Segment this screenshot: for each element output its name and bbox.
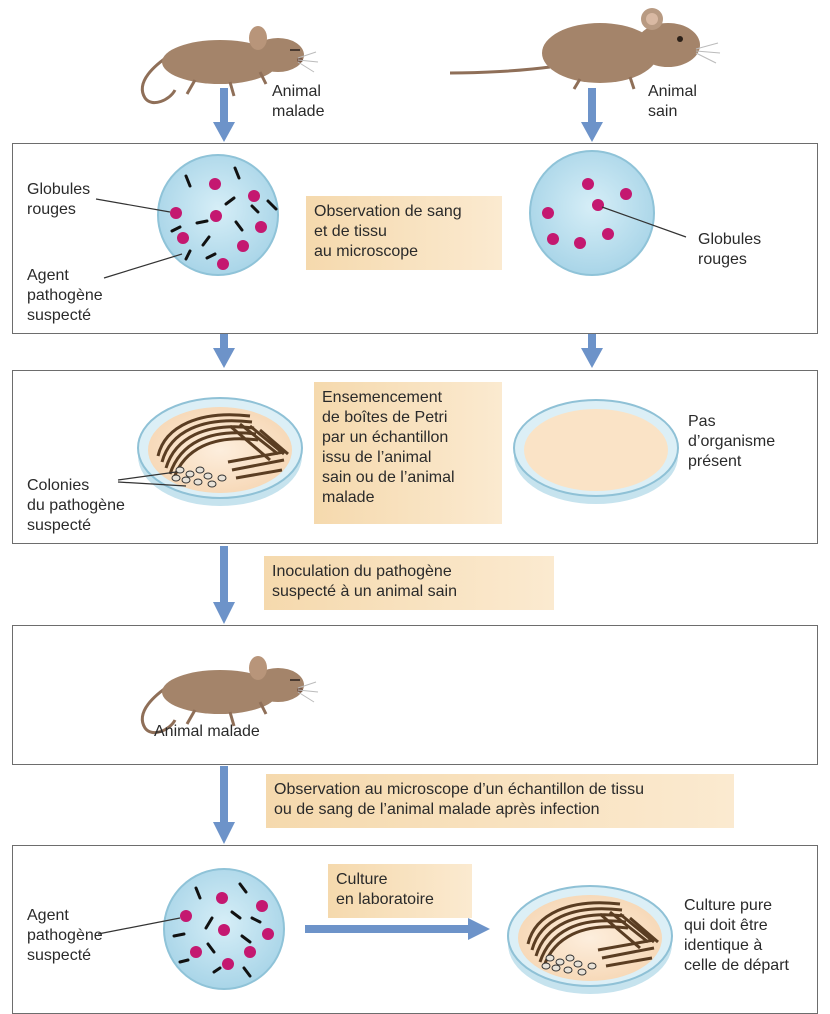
label-sick-animal-after: Animal malade (154, 722, 260, 742)
box-lab-culture: Culture en laboratoire (328, 864, 472, 918)
label-agent-left: Agent pathogène suspecté (27, 266, 103, 326)
slide-sick-blood (158, 155, 278, 275)
petri-dish-pure-culture-icon (508, 886, 672, 994)
box-seeding-petri: Ensemencement de boîtes de Petri par un … (314, 382, 502, 524)
label-agent-culture: Agent pathogène suspecté (27, 906, 103, 966)
label-red-cells-left: Globules rouges (27, 180, 90, 220)
petri-dish-colonies-icon (138, 398, 302, 506)
healthy-mouse-icon (450, 8, 720, 89)
box-second-observation: Observation au microscope d’un échantill… (266, 774, 734, 828)
slide-healthy-blood (530, 151, 654, 275)
label-healthy-animal: Animal sain (648, 82, 697, 122)
petri-dish-empty-icon (514, 400, 678, 504)
label-no-organism: Pas d’organisme présent (688, 412, 775, 472)
label-sick-animal: Animal malade (272, 82, 324, 122)
slide-agent-culture (164, 869, 284, 989)
label-red-cells-right: Globules rouges (698, 230, 761, 270)
label-pure-culture: Culture pure qui doit être identique à c… (684, 896, 789, 976)
box-microscope-observation: Observation de sang et de tissu au micro… (306, 196, 502, 270)
label-colonies: Colonies du pathogène suspecté (27, 476, 125, 536)
box-inoculation: Inoculation du pathogène suspecté à un a… (264, 556, 554, 610)
